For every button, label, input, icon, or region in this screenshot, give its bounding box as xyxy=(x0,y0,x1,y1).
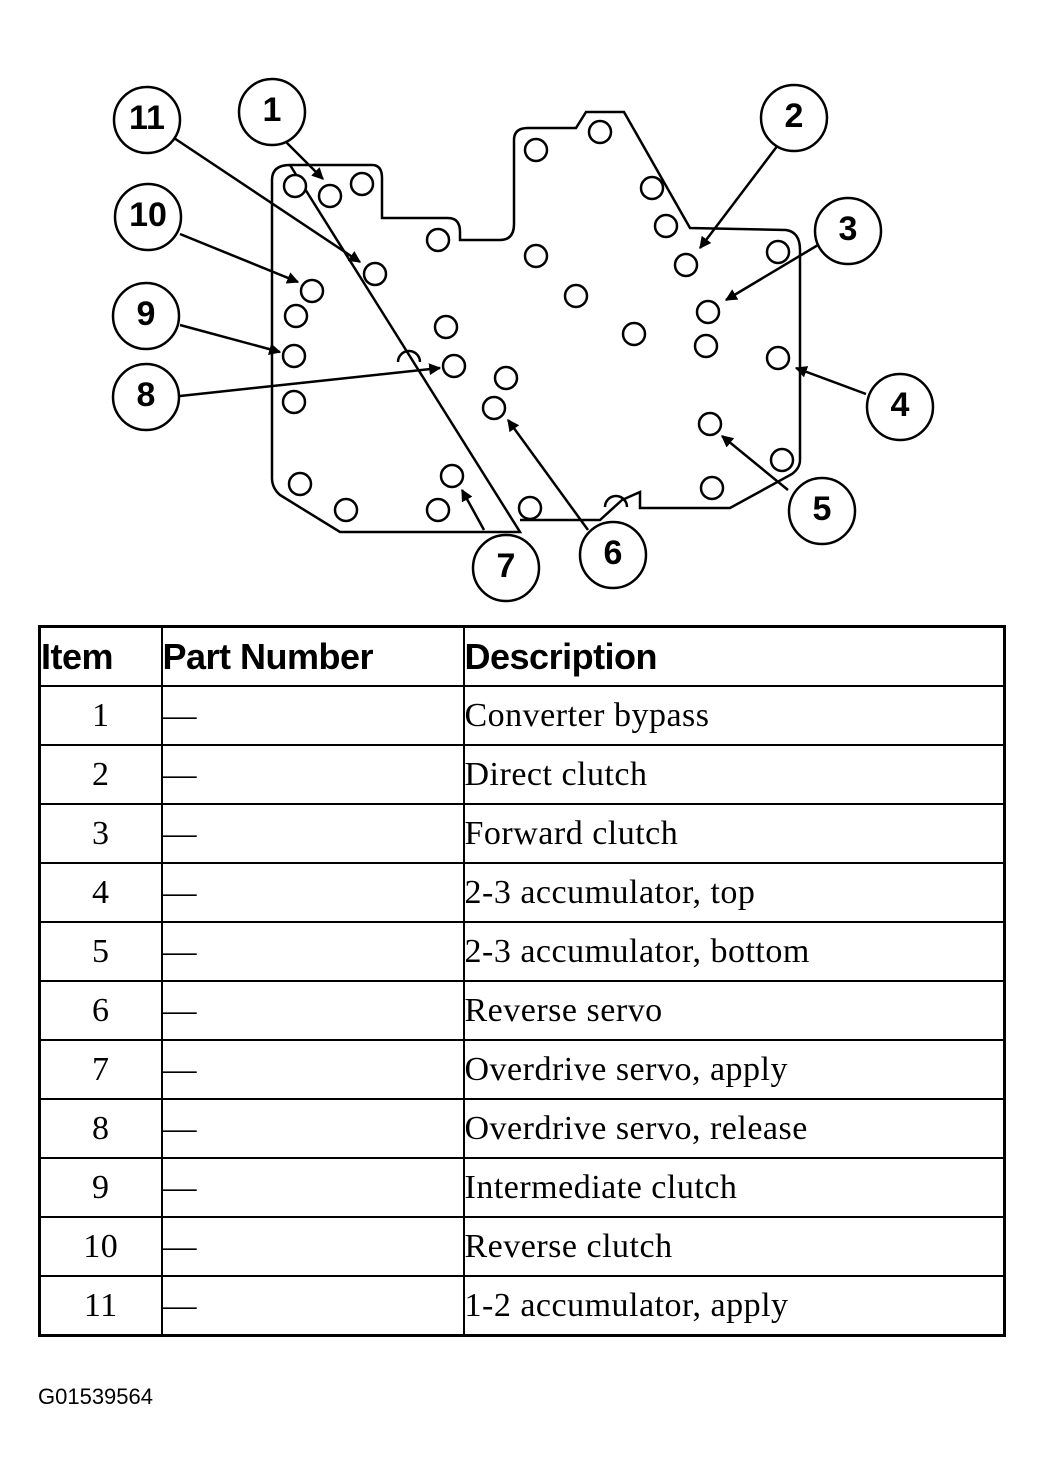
cell-item: 11 xyxy=(38,1275,163,1337)
table-row: 6 — Reverse servo xyxy=(38,980,1006,1041)
svg-text:9: 9 xyxy=(137,295,156,333)
cell-item: 7 xyxy=(38,1039,163,1100)
table-row: 2 — Direct clutch xyxy=(38,744,1006,805)
callout-1: 1 xyxy=(237,77,307,147)
callout-5: 5 xyxy=(787,476,857,546)
table-row: 1 — Converter bypass xyxy=(38,685,1006,746)
figure-code: G01539564 xyxy=(38,1384,153,1409)
cell-item: 9 xyxy=(38,1157,163,1218)
callout-8: 8 xyxy=(111,362,181,432)
header-description: Description xyxy=(462,625,1006,687)
cell-item: 2 xyxy=(38,744,163,805)
callout-9: 9 xyxy=(111,281,181,351)
cell-part-number: — xyxy=(160,1216,465,1277)
svg-text:5: 5 xyxy=(813,490,832,528)
header-part-number: Part Number xyxy=(160,625,465,687)
table-row: 11 — 1-2 accumulator, apply xyxy=(38,1275,1006,1337)
svg-text:8: 8 xyxy=(137,376,156,414)
cell-part-number: — xyxy=(160,921,465,982)
cell-description: 2-3 accumulator, top xyxy=(462,862,1006,923)
table-row: 5 — 2-3 accumulator, bottom xyxy=(38,921,1006,982)
cell-item: 4 xyxy=(38,862,163,923)
svg-text:7: 7 xyxy=(497,547,516,585)
callout-6: 6 xyxy=(578,520,648,590)
leader-lines xyxy=(173,135,867,531)
table-row: 8 — Overdrive servo, release xyxy=(38,1098,1006,1159)
cell-item: 1 xyxy=(38,685,163,746)
header-item: Item xyxy=(38,625,163,687)
callout-7: 7 xyxy=(471,533,541,603)
svg-text:2: 2 xyxy=(785,97,804,135)
cell-description: Intermediate clutch xyxy=(462,1157,1006,1218)
svg-text:6: 6 xyxy=(604,534,623,572)
cell-part-number: — xyxy=(160,1039,465,1100)
cell-part-number: — xyxy=(160,980,465,1041)
callout-3: 3 xyxy=(813,196,883,266)
cell-part-number: — xyxy=(160,862,465,923)
cell-description: Overdrive servo, release xyxy=(462,1098,1006,1159)
cell-description: Forward clutch xyxy=(462,803,1006,864)
cell-item: 3 xyxy=(38,803,163,864)
plate-holes xyxy=(281,119,795,523)
table-row: 9 — Intermediate clutch xyxy=(38,1157,1006,1218)
callout-11: 11 xyxy=(112,85,182,155)
cell-description: Reverse clutch xyxy=(462,1216,1006,1277)
cell-part-number: — xyxy=(160,1098,465,1159)
cell-description: Reverse servo xyxy=(462,980,1006,1041)
table-row: 3 — Forward clutch xyxy=(38,803,1006,864)
callout-4: 4 xyxy=(865,372,935,442)
cell-part-number: — xyxy=(160,1157,465,1218)
table-row: 7 — Overdrive servo, apply xyxy=(38,1039,1006,1100)
svg-text:10: 10 xyxy=(129,196,167,234)
cell-item: 10 xyxy=(38,1216,163,1277)
cell-part-number: — xyxy=(160,1275,465,1337)
plate-half-holes xyxy=(396,349,629,508)
svg-text:3: 3 xyxy=(839,210,858,248)
cell-item: 5 xyxy=(38,921,163,982)
table-header-row: Item Part Number Description xyxy=(38,625,1006,687)
svg-text:1: 1 xyxy=(263,91,282,129)
parts-table: Item Part Number Description 1 — Convert… xyxy=(38,625,1006,1337)
cell-part-number: — xyxy=(160,744,465,805)
plate-outline xyxy=(270,110,802,534)
callout-2: 2 xyxy=(759,83,829,153)
cell-description: Overdrive servo, apply xyxy=(462,1039,1006,1100)
table-row: 4 — 2-3 accumulator, top xyxy=(38,862,1006,923)
cell-description: Converter bypass xyxy=(462,685,1006,746)
cell-item: 8 xyxy=(38,1098,163,1159)
cell-description: Direct clutch xyxy=(462,744,1006,805)
table-row: 10 — Reverse clutch xyxy=(38,1216,1006,1277)
svg-text:4: 4 xyxy=(891,386,910,424)
callout-10: 10 xyxy=(113,182,183,252)
cell-description: 2-3 accumulator, bottom xyxy=(462,921,1006,982)
cell-item: 6 xyxy=(38,980,163,1041)
cell-part-number: — xyxy=(160,803,465,864)
valve-body-diagram: 1 2 3 4 5 6 7 8 9 10 11 xyxy=(111,77,935,603)
cell-part-number: — xyxy=(160,685,465,746)
svg-text:11: 11 xyxy=(129,99,165,137)
cell-description: 1-2 accumulator, apply xyxy=(462,1275,1006,1337)
